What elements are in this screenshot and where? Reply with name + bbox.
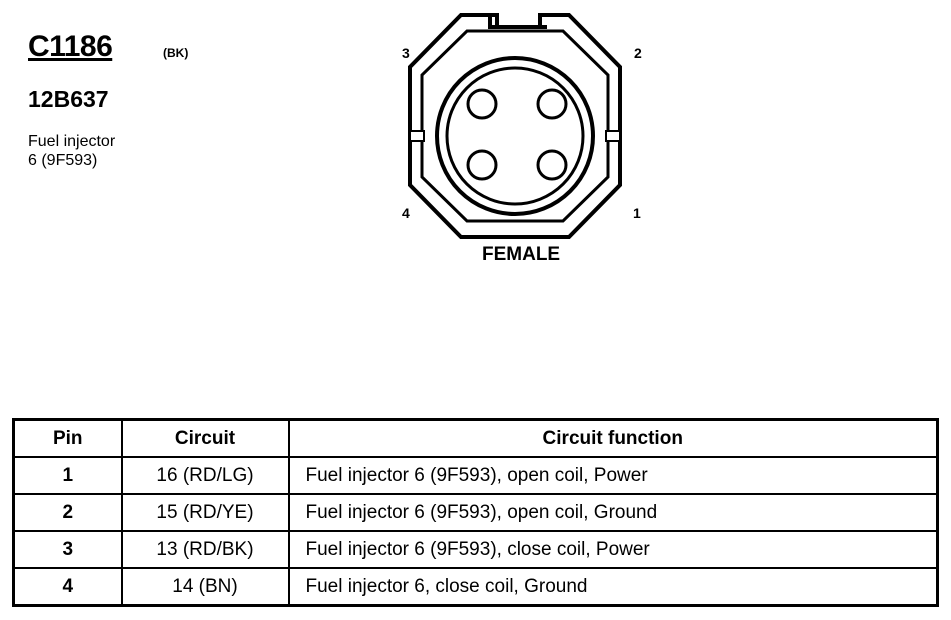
- cell-function: Fuel injector 6, close coil, Ground: [287, 567, 939, 607]
- pin-cavity-1: [536, 149, 568, 181]
- pin-cavity-3: [466, 88, 498, 120]
- left-lock-rib: [409, 130, 425, 142]
- pin-label-2: 2: [634, 45, 642, 61]
- table-row: 3 13 (RD/BK) Fuel injector 6 (9F593), cl…: [12, 530, 939, 569]
- connector-face-diagram: [408, 13, 622, 239]
- pin-cavity-4: [466, 149, 498, 181]
- description-line-2: 6 (9F593): [28, 152, 98, 169]
- cell-pin: 3: [12, 530, 123, 569]
- pin-label-1: 1: [633, 205, 641, 221]
- cell-pin: 2: [12, 493, 123, 532]
- cell-function: Fuel injector 6 (9F593), open coil, Powe…: [287, 456, 939, 495]
- connector-inner-housing: [420, 29, 610, 223]
- part-number: 12B637: [28, 86, 109, 112]
- connector-description: Fuel injector 6 (9F593): [28, 132, 115, 170]
- header-circuit: Circuit: [120, 418, 290, 458]
- cell-circuit: 15 (RD/YE): [120, 493, 290, 532]
- pin-label-3: 3: [402, 45, 410, 61]
- table-row: 1 16 (RD/LG) Fuel injector 6 (9F593), op…: [12, 456, 939, 495]
- connector-view-label: FEMALE: [482, 244, 561, 265]
- table-row: 4 14 (BN) Fuel injector 6, close coil, G…: [12, 567, 939, 607]
- connector-face-ring: [435, 56, 595, 216]
- cell-circuit: 14 (BN): [120, 567, 290, 607]
- table-row: 2 15 (RD/YE) Fuel injector 6 (9F593), op…: [12, 493, 939, 532]
- description-line-1: Fuel injector: [28, 133, 116, 150]
- cell-circuit: 16 (RD/LG): [120, 456, 290, 495]
- pin-label-4: 4: [402, 205, 410, 221]
- right-lock-rib: [605, 130, 621, 142]
- table-header-row: Pin Circuit Circuit function: [12, 418, 939, 458]
- pin-cavity-2: [536, 88, 568, 120]
- connector-key-notch: [495, 15, 542, 29]
- cell-pin: 4: [12, 567, 123, 607]
- connector-face: [445, 66, 585, 206]
- cell-function: Fuel injector 6 (9F593), close coil, Pow…: [287, 530, 939, 569]
- header-pin: Pin: [12, 418, 123, 458]
- connector-id: C1186: [28, 30, 113, 63]
- header-circuit-function: Circuit function: [287, 418, 939, 458]
- pinout-table: Pin Circuit Circuit function 1 16 (RD/LG…: [12, 418, 939, 607]
- cell-pin: 1: [12, 456, 123, 495]
- connector-color-code: (BK): [163, 46, 189, 60]
- cell-function: Fuel injector 6 (9F593), open coil, Grou…: [287, 493, 939, 532]
- cell-circuit: 13 (RD/BK): [120, 530, 290, 569]
